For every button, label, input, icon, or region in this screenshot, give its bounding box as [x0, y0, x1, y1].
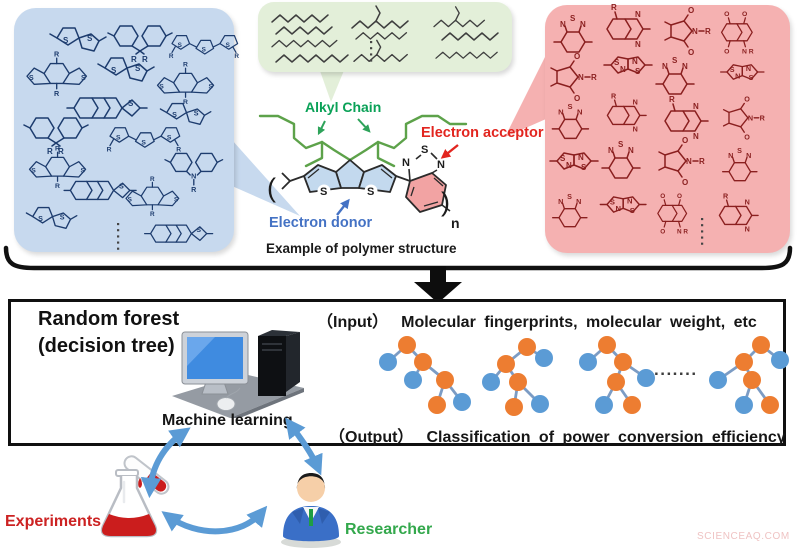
svg-text:): ) [441, 187, 450, 217]
acceptor-bubble-tail [505, 55, 546, 137]
researcher-label: Researcher [345, 521, 433, 538]
arrow-machine-researcher [285, 417, 323, 476]
acceptor-structures-graphic [549, 2, 767, 236]
alkyl-pointer-arrows [317, 118, 371, 136]
example-of-polymer-structure-label: Example of polymer structure [266, 241, 457, 256]
svg-text:N: N [437, 159, 445, 171]
input-label: （Input） [317, 314, 389, 331]
alkyl-bubble-tail [319, 68, 345, 102]
computer-icon [172, 330, 304, 418]
svg-text:N: N [402, 157, 410, 169]
output-text: Classification of power conversion effic… [426, 429, 786, 446]
svg-text:(: ( [267, 173, 276, 203]
machine-learning-label: Machine learning [162, 412, 293, 429]
flow-down-arrow-icon [414, 266, 462, 303]
alkyl-chain-label: Alkyl Chain [305, 99, 382, 115]
researcher-icon [281, 473, 341, 548]
electron-acceptor-label: Electron acceptor [421, 125, 544, 141]
donor-bubble-tail [232, 140, 300, 216]
trees-ellipsis: ....... [654, 360, 698, 379]
repeat-unit-subscript: n [451, 215, 460, 231]
arrow-flask-researcher [161, 505, 268, 535]
donor-panel: ..... [14, 8, 240, 253]
arrow-flask-machine [140, 427, 191, 499]
svg-text:S: S [367, 186, 374, 198]
alkyl-side-chains [258, 114, 468, 168]
cycle-arrows-graphic [140, 417, 323, 535]
alkyl-chains-graphic [271, 5, 499, 63]
random-forest-title: Random forest (decision tree) [38, 306, 179, 360]
output-label: （Output） [329, 429, 414, 446]
brace-graphic [3, 245, 793, 271]
donor-unit-rings [303, 159, 397, 193]
random-forest-title-line1: Random forest [38, 308, 180, 330]
alkyl-ellipsis: .... [366, 40, 383, 65]
decision-trees-graphic [379, 336, 789, 416]
acceptor-pointer-arrow [440, 144, 459, 159]
electron-donor-label: Electron donor [269, 215, 373, 231]
input-line: （Input） Molecular fingerprints, molecular… [317, 308, 757, 332]
svg-text:S: S [320, 186, 327, 198]
donor-pointer-arrow [336, 198, 350, 216]
random-forest-box [8, 299, 786, 446]
alkyl-panel: .... [258, 2, 512, 72]
svg-text:S: S [421, 144, 428, 156]
experiments-label: Experiments [5, 513, 102, 530]
donor-structures-graphic [23, 25, 240, 243]
output-line: （Output） Classification of power conversi… [329, 423, 786, 447]
input-text: Molecular fingerprints, molecular weight… [401, 314, 757, 331]
random-forest-title-line2: (decision tree) [38, 335, 175, 357]
watermark: SCIENCEAQ.COM [697, 531, 790, 542]
experiment-flask-icon [100, 455, 170, 538]
acceptor-panel: ..... [545, 2, 790, 253]
